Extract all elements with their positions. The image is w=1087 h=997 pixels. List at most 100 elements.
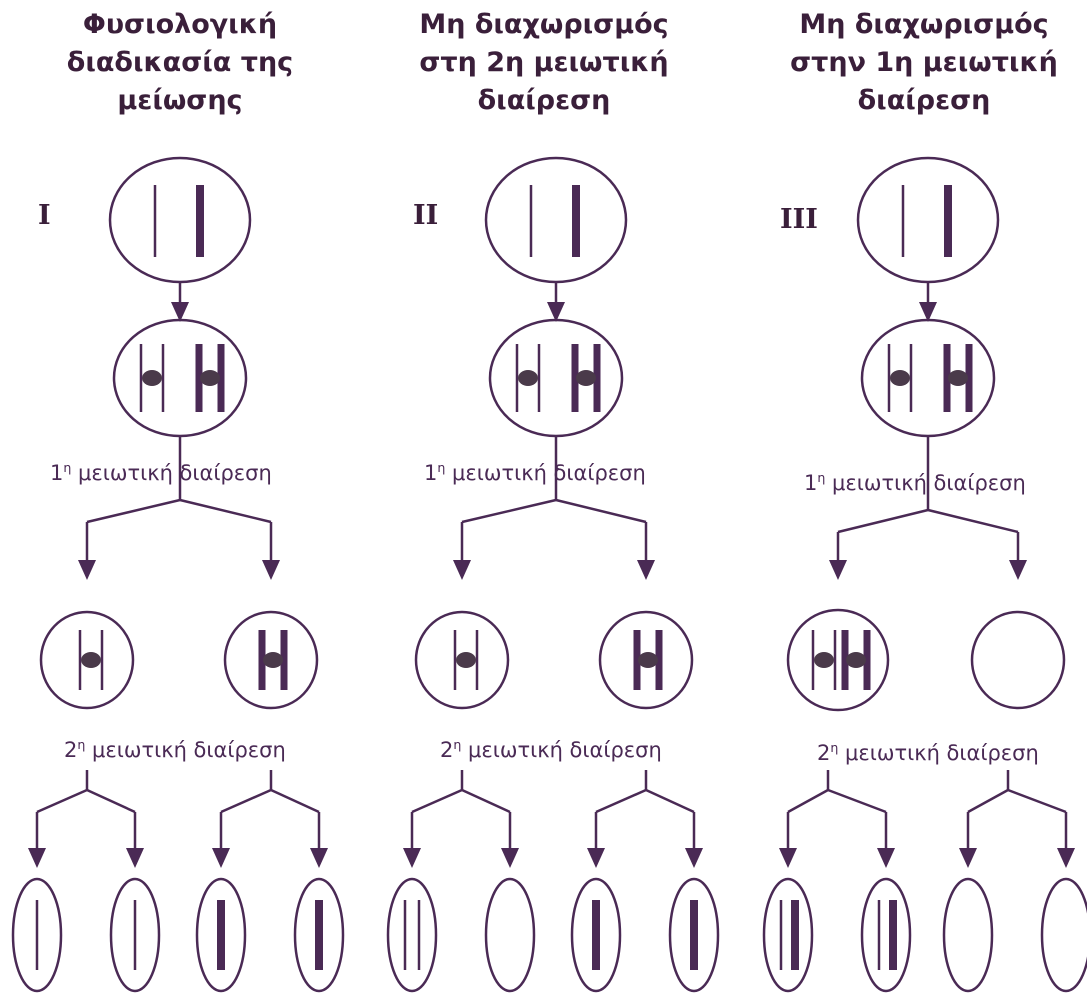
ordinal-suffix: η <box>437 460 446 475</box>
gamete <box>570 877 622 993</box>
arrow-head <box>126 848 144 868</box>
label-text: μειωτική διαίρεση <box>92 738 286 762</box>
ordinal: 2 <box>817 741 831 765</box>
arrow-head <box>262 560 280 580</box>
arrow-head <box>959 848 977 868</box>
connector-line <box>967 788 1009 814</box>
title-line: στη 2η μειωτική <box>419 47 669 78</box>
connector-line <box>179 498 272 524</box>
column-1-title: Φυσιολογική διαδικασία της μείωσης <box>30 6 330 120</box>
arrow-head <box>501 848 519 868</box>
centromere <box>518 370 538 386</box>
label-text: μειωτική διαίρεση <box>832 471 1026 495</box>
ordinal: 1 <box>50 461 64 485</box>
centromere <box>200 370 220 386</box>
arrow-head <box>877 848 895 868</box>
division-1-label-col3: 1η μειωτική διαίρεση <box>804 470 1026 495</box>
daughter-cell <box>39 610 135 710</box>
ordinal-suffix: η <box>830 740 839 755</box>
connector-line <box>461 788 511 814</box>
connector-line <box>827 788 887 814</box>
arrow-head <box>403 848 421 868</box>
gamete <box>484 877 536 993</box>
centromere <box>638 652 658 668</box>
ordinal: 2 <box>64 738 78 762</box>
connector-line <box>595 788 647 814</box>
connector-line <box>787 788 829 814</box>
gamete <box>942 877 994 993</box>
centromere <box>263 652 283 668</box>
connector-line <box>555 498 647 524</box>
arrow-head <box>453 560 471 580</box>
gamete <box>109 877 161 993</box>
connector-line <box>411 788 463 814</box>
connector-line <box>837 508 929 534</box>
arrow-head <box>28 848 46 868</box>
centromere <box>846 652 866 668</box>
centromere <box>576 370 596 386</box>
centromere <box>890 370 910 386</box>
division-1-label-col2: 1η μειωτική διαίρεση <box>424 460 646 485</box>
arrow-head <box>587 848 605 868</box>
label-text: μειωτική διαίρεση <box>845 741 1039 765</box>
connector-line <box>36 788 88 814</box>
label-text: μειωτική διαίρεση <box>468 738 662 762</box>
division-2-label-col1: 2η μειωτική διαίρεση <box>64 737 286 762</box>
arrow-head <box>212 848 230 868</box>
arrow-head <box>685 848 703 868</box>
replicated-cell <box>488 318 624 438</box>
parent-cell <box>856 156 1000 284</box>
title-line: Φυσιολογική <box>82 9 278 40</box>
centromere <box>142 370 162 386</box>
arrow-head <box>310 848 328 868</box>
connector-line <box>220 788 272 814</box>
gamete <box>11 877 63 993</box>
arrow-head <box>78 560 96 580</box>
connector-line <box>86 498 181 524</box>
connector-line <box>645 788 695 814</box>
title-line: διαδικασία της <box>66 47 294 78</box>
daughter-cell <box>414 610 510 710</box>
gamete <box>668 877 720 993</box>
centromere <box>814 652 834 668</box>
daughter-cell <box>598 610 694 710</box>
centromere <box>948 370 968 386</box>
division-2-label-col3: 2η μειωτική διαίρεση <box>817 740 1039 765</box>
connector-line <box>86 788 136 814</box>
arrow-head <box>779 848 797 868</box>
connector-line <box>461 498 557 524</box>
replicated-cell <box>860 318 996 438</box>
roman-numeral-3: III <box>780 204 818 235</box>
arrow-head <box>1009 560 1027 580</box>
arrow-head <box>547 302 565 322</box>
ordinal-suffix: η <box>63 460 72 475</box>
arrow-head <box>829 560 847 580</box>
empty-daughter-cell <box>970 610 1066 710</box>
ordinal: 1 <box>424 461 438 485</box>
centromere <box>456 652 476 668</box>
roman-numeral-1: I <box>38 200 51 231</box>
ordinal-suffix: η <box>453 737 462 752</box>
arrow-head <box>1057 848 1075 868</box>
ordinal-suffix: η <box>77 737 86 752</box>
roman-numeral-2: II <box>413 200 439 231</box>
title-line: διαίρεση <box>857 85 991 116</box>
column-2-title: Μη διαχωρισμός στη 2η μειωτική διαίρεση <box>394 6 694 120</box>
label-text: μειωτική διαίρεση <box>78 461 272 485</box>
arrow-head <box>171 302 189 322</box>
connector-line <box>270 788 320 814</box>
column-3-title: Μη διαχωρισμός στην 1η μειωτική διαίρεση <box>774 6 1074 120</box>
parent-cell <box>108 156 252 284</box>
gamete <box>762 877 814 993</box>
gamete <box>386 877 438 993</box>
gamete <box>860 877 912 993</box>
replicated-cell <box>112 318 248 438</box>
label-text: μειωτική διαίρεση <box>452 461 646 485</box>
gamete <box>1040 877 1087 993</box>
title-line: Μη διαχωρισμός <box>799 9 1049 40</box>
title-line: διαίρεση <box>477 85 611 116</box>
connector-line <box>927 508 1019 534</box>
division-2-label-col2: 2η μειωτική διαίρεση <box>440 737 662 762</box>
